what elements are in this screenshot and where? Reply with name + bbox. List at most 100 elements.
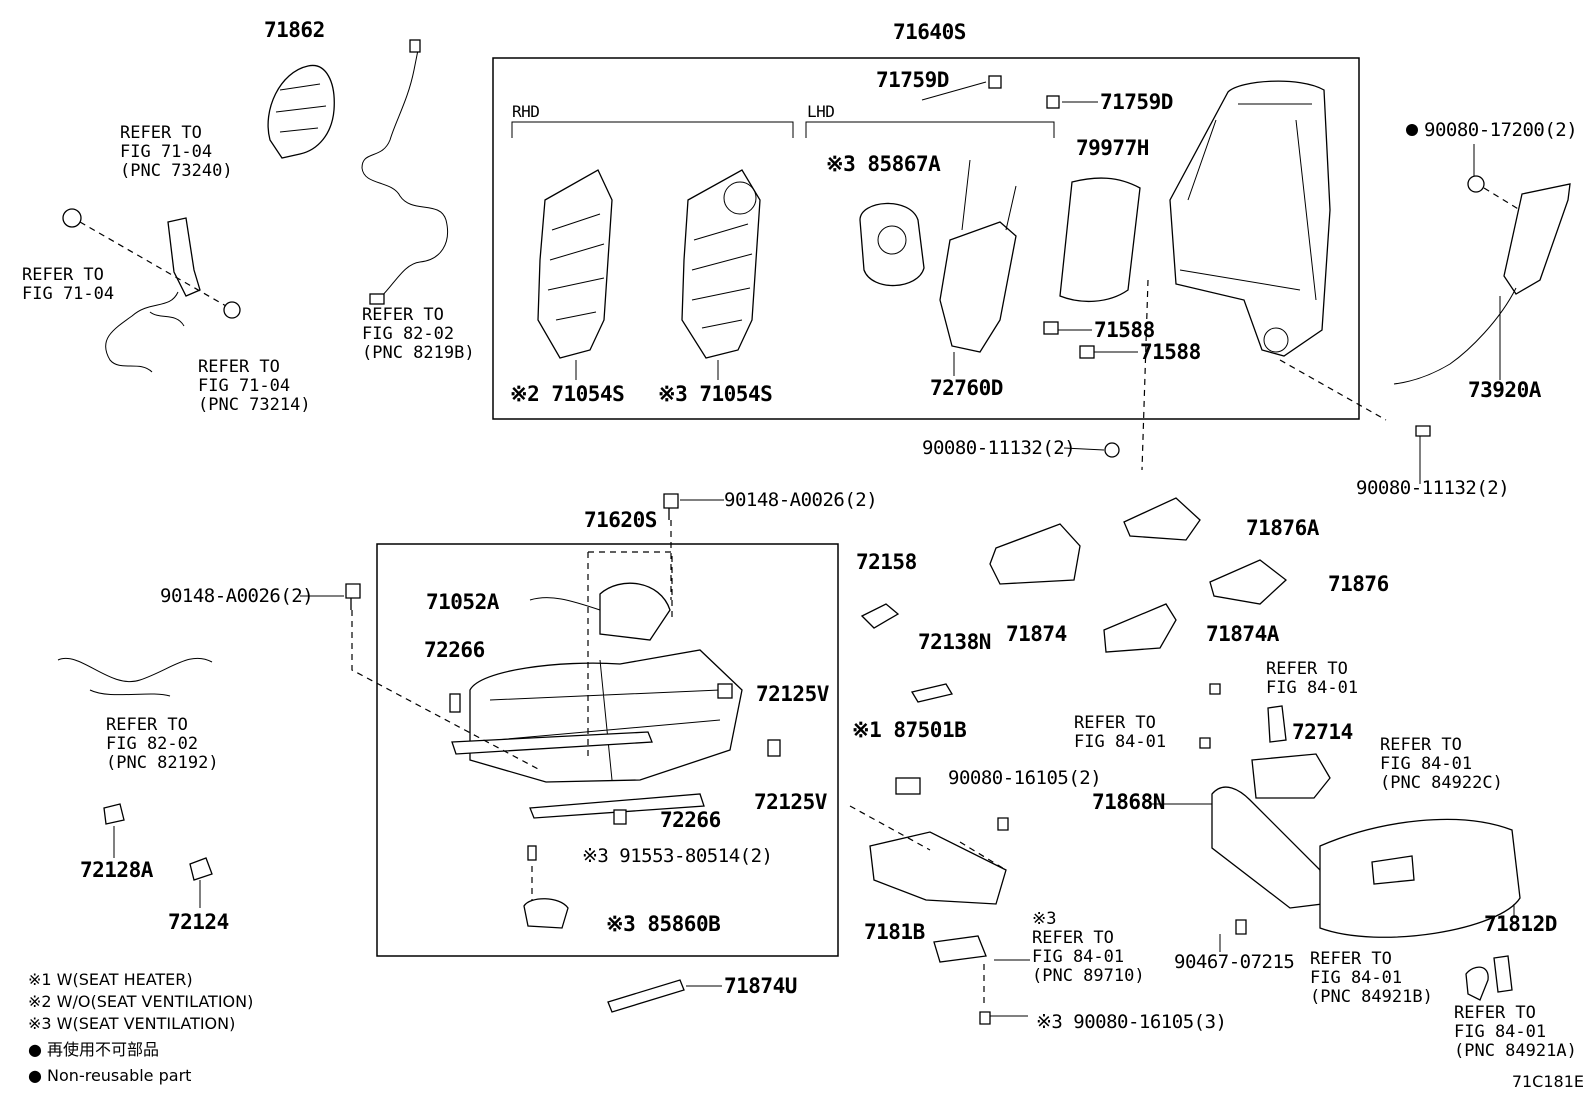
ref-line: FIG 82-02 — [362, 324, 455, 344]
part-71876A[interactable]: 71876A — [1246, 516, 1319, 540]
blower-85867A — [859, 202, 925, 287]
lumbar-motor-rhd — [723, 181, 757, 215]
part-71588-b[interactable]: 71588 — [1140, 340, 1201, 364]
adjuster-7181B — [869, 831, 1007, 905]
part-71862[interactable]: 71862 — [264, 18, 325, 42]
part-72158[interactable]: 72158 — [856, 550, 917, 574]
ref-line: REFER TO — [1310, 949, 1392, 969]
refer-fig-71-04[interactable]: REFER TO FIG 71-04 — [22, 266, 114, 304]
refer-fig-84-01-b[interactable]: REFER TO FIG 84-01 — [1074, 714, 1166, 752]
buckle-nut — [223, 301, 241, 319]
part-71759D-b[interactable]: 71759D — [1100, 90, 1173, 114]
part-71874U[interactable]: 71874U — [724, 974, 797, 998]
part-79977H[interactable]: 79977H — [1076, 136, 1149, 160]
refer-fig-84-01-a[interactable]: REFER TO FIG 84-01 — [1266, 660, 1358, 698]
refer-fig-84-01-pnc-84921A[interactable]: REFER TO FIG 84-01 (PNC 84921A) — [1454, 1004, 1577, 1061]
part-91553[interactable]: ※3 91553-80514(2) — [582, 845, 773, 867]
ref-line: (PNC 73214) — [198, 395, 311, 415]
switch-87501B — [895, 777, 921, 795]
shield-71874A — [1103, 603, 1177, 653]
legend-note-2: ※2 W/O(SEAT VENTILATION) — [28, 992, 254, 1011]
nut-90080-17200 — [1467, 175, 1485, 193]
part-71054S-rhd-1[interactable]: ※2 71054S — [510, 382, 625, 406]
part-71759D-a[interactable]: 71759D — [876, 68, 949, 92]
part-85867A[interactable]: ※3 85867A — [826, 152, 941, 176]
part-90080-16105-b[interactable]: ※3 90080-16105(3) — [1036, 1011, 1227, 1033]
part-73920A[interactable]: 73920A — [1468, 378, 1541, 402]
bolt-90080-11132-b — [1415, 425, 1431, 437]
seat-belt-buckle — [167, 217, 201, 297]
part-71054S-rhd-2[interactable]: ※3 71054S — [658, 382, 773, 406]
clip-72266-b — [613, 809, 627, 825]
part-72125V-b[interactable]: 72125V — [754, 790, 827, 814]
refer-fig-71-04-pnc-73240[interactable]: REFER TO FIG 71-04 (PNC 73240) — [120, 124, 233, 181]
lead-90080-11132-a — [1063, 447, 1105, 451]
part-71868N[interactable]: 71868N — [1092, 790, 1165, 814]
part-71620S[interactable]: 71620S — [584, 508, 657, 532]
part-90467[interactable]: 90467-07215 — [1174, 951, 1295, 973]
ref-line: FIG 84-01 — [1074, 732, 1167, 752]
part-90080-16105-a[interactable]: 90080-16105(2) — [948, 767, 1102, 789]
lumbar-support-72760D — [939, 221, 1017, 353]
adjuster-dash — [849, 805, 1007, 871]
part-7181B[interactable]: 7181B — [864, 920, 925, 944]
refer-fig-84-01-pnc-84922C[interactable]: REFER TO FIG 84-01 (PNC 84922C) — [1380, 736, 1503, 793]
part-90148-left[interactable]: 90148-A0026(2) — [160, 585, 314, 607]
ref-line: FIG 84-01 — [1032, 947, 1125, 967]
part-72125V-a[interactable]: 72125V — [756, 682, 829, 706]
seatback-bolt-dash — [1141, 279, 1149, 471]
refer-fig-82-02-pnc-8219B[interactable]: REFER TO FIG 82-02 (PNC 8219B) — [362, 306, 475, 363]
part-90080-11132-a[interactable]: 90080-11132(2) — [922, 437, 1076, 459]
lead-small-clips — [113, 826, 201, 908]
cover-72158 — [860, 603, 900, 629]
refer-fig-71-04-pnc-73214[interactable]: REFER TO FIG 71-04 (PNC 73214) — [198, 358, 311, 415]
part-71640S[interactable]: 71640S — [893, 20, 966, 44]
part-72266-b[interactable]: 72266 — [660, 808, 721, 832]
screw-90080-16105-b — [979, 1011, 991, 1025]
rhd-bracket — [511, 121, 794, 138]
lead-71759D-a — [921, 81, 987, 101]
part-71874A[interactable]: 71874A — [1206, 622, 1279, 646]
screw-91553 — [527, 845, 537, 861]
part-87501B[interactable]: ※1 87501B — [852, 718, 967, 742]
clip-71759D-b — [1046, 95, 1060, 109]
part-71588-a[interactable]: 71588 — [1094, 318, 1155, 342]
seat-rail-right — [529, 793, 705, 819]
recliner-bolt-dash — [1279, 359, 1387, 421]
part-85860B[interactable]: ※3 85860B — [606, 912, 721, 936]
part-72760D[interactable]: 72760D — [930, 376, 1003, 400]
part-90148-top[interactable]: 90148-A0026(2) — [724, 489, 878, 511]
legend-note-1: ※1 W(SEAT HEATER) — [28, 970, 193, 989]
seatback-frame-detail — [1179, 103, 1317, 301]
part-71052A[interactable]: 71052A — [426, 590, 499, 614]
rhd-label: RHD — [512, 102, 540, 121]
ref-line: ※3 — [1032, 909, 1057, 929]
legend-note-en: ● Non-reusable part — [28, 1066, 192, 1085]
part-71874[interactable]: 71874 — [1006, 622, 1067, 646]
part-72266-a[interactable]: 72266 — [424, 638, 485, 662]
ref-line: REFER TO — [1032, 928, 1114, 948]
clip-72128A — [103, 803, 125, 825]
part-90080-11132-b[interactable]: 90080-11132(2) — [1356, 477, 1510, 499]
ref-line: REFER TO — [106, 715, 188, 735]
part-72128A[interactable]: 72128A — [80, 858, 153, 882]
part-72138N[interactable]: 72138N — [918, 630, 991, 654]
ref-line: FIG 84-01 — [1266, 678, 1359, 698]
knob-84921B — [1465, 966, 1489, 1001]
part-71812D[interactable]: 71812D — [1484, 912, 1557, 936]
screw-90080-16105-a — [997, 817, 1009, 831]
part-90080-17200[interactable]: 90080-17200(2) — [1424, 119, 1578, 141]
refer-fig-84-01-pnc-84921B[interactable]: REFER TO FIG 84-01 (PNC 84921B) — [1310, 950, 1433, 1007]
ref-line: REFER TO — [1266, 659, 1348, 679]
part-72714[interactable]: 72714 — [1292, 720, 1353, 744]
knob-84921A — [1493, 955, 1513, 993]
refer-fig-84-01-pnc-89710[interactable]: ※3 REFER TO FIG 84-01 (PNC 89710) — [1032, 910, 1145, 986]
part-71876[interactable]: 71876 — [1328, 572, 1389, 596]
shield-cover-ribs — [275, 83, 327, 133]
ref-line: FIG 84-01 — [1310, 968, 1403, 988]
lhd-bracket — [805, 121, 1055, 138]
refer-fig-82-02-pnc-82192[interactable]: REFER TO FIG 82-02 (PNC 82192) — [106, 716, 219, 773]
part-72124[interactable]: 72124 — [168, 910, 229, 934]
ref-line: REFER TO — [22, 265, 104, 285]
